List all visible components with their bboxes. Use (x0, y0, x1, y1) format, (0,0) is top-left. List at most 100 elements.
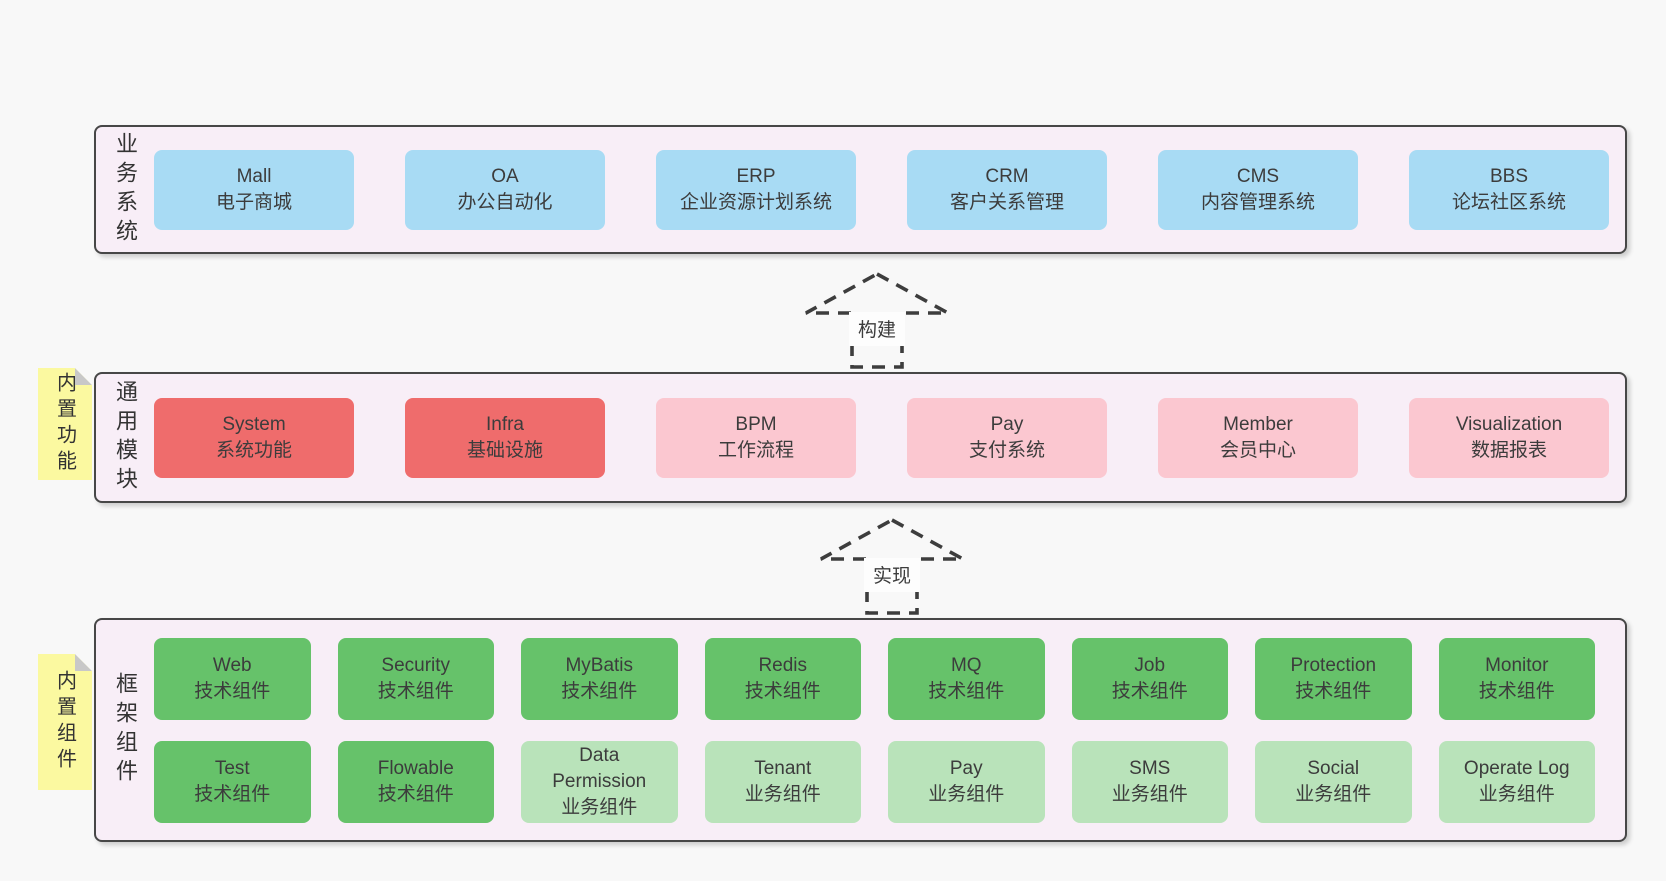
box-data-permission: Data Permission 业务组件 (521, 740, 678, 823)
box-subtitle: 技术组件 (1295, 680, 1372, 702)
arrow-label-bg (864, 558, 920, 592)
box-title: Tenant (754, 757, 812, 779)
box-tenant: Tenant 业务组件 (704, 740, 861, 823)
box-title: Pay (990, 413, 1024, 435)
box-test: Test 技术组件 (154, 740, 311, 823)
box-title: OA (491, 165, 519, 187)
box-title: Test (214, 757, 250, 779)
box-title: Flowable (377, 757, 454, 779)
box-bbs: BBS 论坛社区系统 (1409, 149, 1609, 230)
box-sms: SMS 业务组件 (1071, 740, 1228, 823)
box-flowable: Flowable 技术组件 (337, 740, 494, 823)
arrow-up-icon: 实现 (820, 517, 964, 615)
box-subtitle: 技术组件 (194, 783, 271, 805)
layer-title: 框架组件 (113, 672, 138, 788)
box-subtitle: 业务组件 (744, 783, 821, 805)
box-mybatis: MyBatis 技术组件 (521, 637, 678, 720)
layer-title: 业务系统 (113, 131, 138, 248)
box-subtitle: 基础设施 (466, 439, 543, 461)
box-title: MyBatis (565, 654, 634, 676)
box-subtitle: 内容管理系统 (1200, 191, 1315, 213)
box-title: Operate Log (1463, 757, 1570, 779)
layer-framework-components: 框架组件 Web 技术组件 Security 技术组件 MyBatis 技术组件 Redis 技… (94, 618, 1627, 842)
box-social: Social 业务组件 (1255, 740, 1412, 823)
box-title: BBS (1489, 165, 1529, 187)
box-subtitle: 技术组件 (561, 680, 638, 702)
box-cms: CMS 内容管理系统 (1158, 149, 1358, 230)
box-subtitle: 技术组件 (928, 680, 1005, 702)
box-subtitle: 技术组件 (377, 783, 454, 805)
box-web: Web 技术组件 (154, 637, 311, 720)
box-subtitle: 技术组件 (744, 680, 821, 702)
box-erp: ERP 企业资源计划系统 (656, 149, 856, 230)
box-title: Infra (485, 413, 525, 435)
box-title: Security (381, 654, 451, 676)
box-title: CMS (1236, 165, 1280, 187)
box-subtitle: 企业资源计划系统 (679, 191, 832, 213)
box-job: Job 技术组件 (1071, 637, 1228, 720)
box-title: Mall (236, 165, 272, 187)
sticky-note-label: 内置组件 (53, 670, 76, 774)
sticky-note-common-modules: 内置功能 (38, 368, 92, 480)
box-subtitle: 技术组件 (377, 680, 454, 702)
box-title: ERP (736, 165, 776, 187)
box-title: Pay (949, 757, 983, 779)
layer-title-column: 通用模块 (96, 374, 154, 501)
box-subtitle: 工作流程 (717, 439, 794, 461)
layer-title-column: 框架组件 (96, 620, 154, 840)
box-subtitle: 技术组件 (194, 680, 271, 702)
box-title: Monitor (1485, 654, 1549, 676)
layer-title-column: 业务系统 (96, 127, 154, 252)
box-monitor: Monitor 技术组件 (1438, 637, 1595, 720)
box-subtitle: 论坛社区系统 (1451, 191, 1566, 213)
box-title: Redis (758, 654, 808, 676)
box-subtitle: 业务组件 (561, 796, 638, 818)
box-subtitle: 数据报表 (1470, 439, 1547, 461)
box-title: BPM (735, 413, 777, 435)
box-subtitle: 客户关系管理 (949, 191, 1064, 213)
box-subtitle: 业务组件 (1111, 783, 1188, 805)
box-title: Protection (1290, 654, 1377, 676)
box-title: SMS (1129, 757, 1171, 779)
box-title: Social (1307, 757, 1360, 779)
arrow-up-icon: 构建 (805, 271, 949, 369)
box-title: Visualization (1455, 413, 1563, 435)
box-subtitle: 系统功能 (215, 439, 292, 461)
box-title: Web (212, 654, 252, 676)
box-subtitle: 技术组件 (1478, 680, 1555, 702)
box-title: Job (1134, 654, 1166, 676)
box-subtitle: 技术组件 (1111, 680, 1188, 702)
box-title: Data Permission (552, 744, 647, 792)
box-redis: Redis 技术组件 (704, 637, 861, 720)
box-bpm: BPM 工作流程 (656, 397, 856, 478)
box-title: CRM (985, 165, 1029, 187)
arrow-label-bg (849, 312, 905, 346)
box-infra: Infra 基础设施 (405, 397, 605, 478)
arrow-label: 构建 (858, 319, 896, 341)
sticky-note-framework-components: 内置组件 (38, 654, 92, 790)
box-subtitle: 办公自动化 (457, 191, 553, 213)
layer-title: 通用模块 (113, 379, 138, 496)
box-subtitle: 业务组件 (1295, 783, 1372, 805)
box-oa: OA 办公自动化 (405, 149, 605, 230)
fold-corner-icon (75, 368, 92, 385)
box-subtitle: 会员中心 (1219, 439, 1296, 461)
arrow-label: 实现 (873, 565, 911, 587)
box-protection: Protection 技术组件 (1255, 637, 1412, 720)
arrow-build: 构建 (792, 268, 962, 378)
